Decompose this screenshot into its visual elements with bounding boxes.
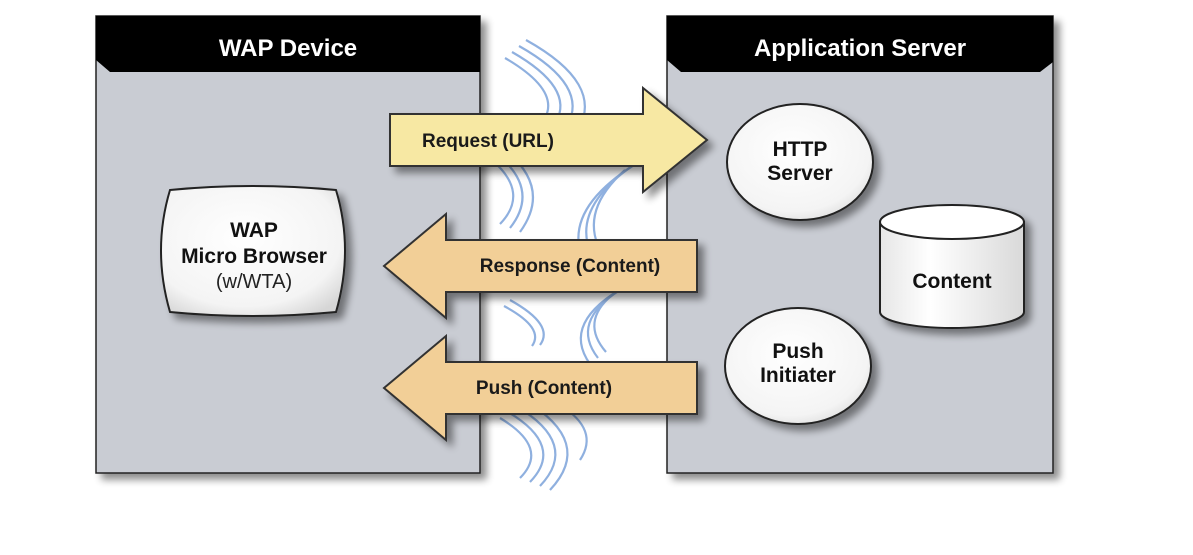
response-arrow-shape bbox=[382, 211, 698, 321]
push-initiator-line1: Push bbox=[772, 340, 823, 363]
http-server-line2: Server bbox=[767, 162, 832, 185]
http-server-line1: HTTP bbox=[773, 138, 828, 161]
application-server-header bbox=[667, 16, 1053, 72]
push-initiator-node bbox=[724, 307, 872, 425]
request-arrow-shape bbox=[389, 85, 709, 195]
content-store-node bbox=[879, 204, 1025, 329]
application-server-title: Application Server bbox=[754, 35, 966, 62]
response-arrow-label: Response (Content) bbox=[480, 256, 661, 277]
push-arrow-label: Push (Content) bbox=[476, 378, 612, 399]
micro-browser-line3: (w/WTA) bbox=[216, 271, 292, 293]
content-store-label: Content bbox=[912, 270, 991, 293]
request-arrow-label: Request (URL) bbox=[422, 131, 554, 152]
micro-browser-line2: Micro Browser bbox=[181, 245, 327, 268]
push-arrow bbox=[382, 333, 698, 443]
response-arrow bbox=[382, 211, 698, 321]
push-initiator-line2: Initiater bbox=[760, 364, 836, 387]
wap-device-header bbox=[96, 16, 480, 72]
push-arrow-shape bbox=[382, 333, 698, 443]
wap-device-title: WAP Device bbox=[219, 35, 357, 62]
http-server-node bbox=[726, 103, 874, 221]
request-arrow bbox=[389, 85, 709, 195]
micro-browser-node bbox=[160, 185, 346, 317]
micro-browser-line1: WAP bbox=[230, 219, 278, 242]
